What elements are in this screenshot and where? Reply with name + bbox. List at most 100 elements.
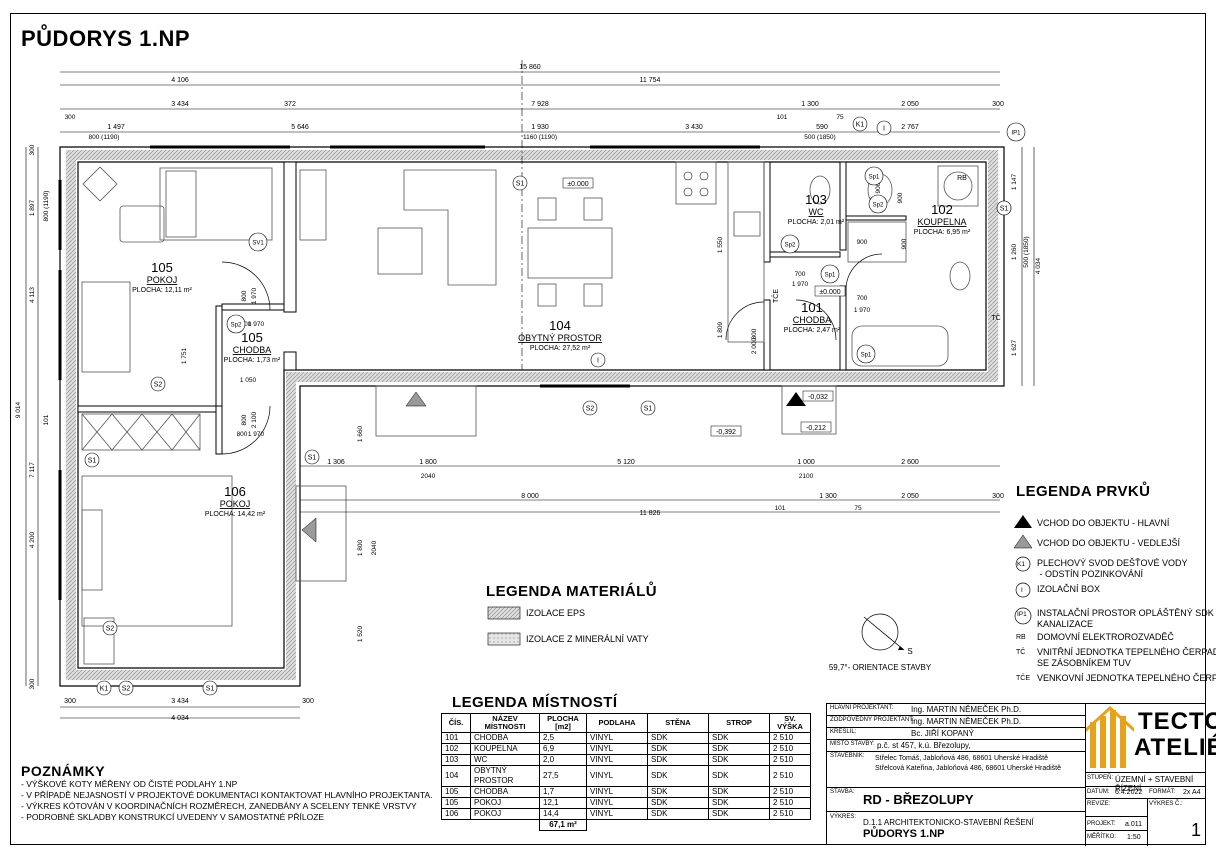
room-name: WC <box>809 207 824 217</box>
rooms-table-cell: SDK <box>708 786 770 798</box>
tag-circle <box>876 120 892 136</box>
tag-text: S2 <box>106 626 115 633</box>
tb-label: KRESLIL: <box>830 729 857 735</box>
tag-text: I <box>597 358 599 365</box>
opening-dim-text: 1 970 <box>251 287 258 304</box>
equipment-tag: TČ <box>991 313 1000 322</box>
company-logo: TECTOR ATELIÉR <box>1086 706 1216 770</box>
dim-text: 800 (1190) <box>43 191 50 222</box>
tag-circle <box>1006 122 1026 142</box>
tag-circle <box>202 680 218 696</box>
dim-text: 300 <box>302 698 314 705</box>
equipment-tag: RB <box>957 175 967 182</box>
opening-dim-text: 900 <box>897 192 904 203</box>
note-line: - PODROBNÉ SKLADBY KONSTRUKCÍ UVEDENY V … <box>21 812 325 822</box>
tag-text: K1 <box>100 686 109 693</box>
dim-text: 75 <box>854 505 862 512</box>
opening-dim-text: 1 970 <box>248 431 265 438</box>
legend-elements-title: LEGENDA PRVKŮ <box>1016 483 1151 500</box>
dim-text: 1 897 <box>29 199 36 216</box>
opening-dim-text: 900 <box>875 182 882 193</box>
tb-format: 2x A4 <box>1183 789 1201 796</box>
tb-value-drawn-by: Bc. JIŘÍ KOPANÝ <box>911 729 974 738</box>
dim-text: 300 <box>29 678 36 689</box>
room-name: OBYTNÝ PROSTOR <box>518 333 602 343</box>
room-area: PLOCHA: 1,73 m² <box>224 357 281 364</box>
level-box <box>710 425 742 437</box>
tag-circle <box>582 400 598 416</box>
rooms-table-cell: 105 <box>441 786 471 798</box>
rooms-table-cell: SDK <box>708 732 770 744</box>
opening-dim-text: 800 <box>237 431 248 438</box>
rooms-table-cell: VINYL <box>586 765 648 787</box>
room-number: 103 <box>805 192 827 207</box>
tb-date: 6.4.2022 <box>1115 789 1143 796</box>
dim-text: 3 430 <box>685 124 703 131</box>
tb-label: MĚŘÍTKO: <box>1087 834 1117 840</box>
dim-text: 8 000 <box>521 493 539 500</box>
title-block: HLAVNÍ PROJEKTANT:Ing. MARTIN NĚMEČEK Ph… <box>826 703 1206 846</box>
room-area: PLOCHA: 2,47 m² <box>784 327 841 334</box>
opening-dim-text: 1 970 <box>792 281 809 288</box>
main-entrance-legend-icon <box>1014 515 1032 528</box>
tag-text: S1 <box>308 455 317 462</box>
drawing-sheet <box>10 13 1206 845</box>
opening-dim-text: 900 <box>901 238 908 249</box>
tag-text: S1 <box>88 458 97 465</box>
rooms-table-cell: 14,4 <box>539 808 587 820</box>
dim-text: 101 <box>43 414 50 425</box>
tag-text: Sp1 <box>869 175 880 181</box>
tag-circle <box>512 175 528 191</box>
level-text: ±0.000 <box>567 181 588 188</box>
orientation-text: 59,7°- ORIENTACE STAVBY <box>829 663 932 672</box>
dim-text: 4 034 <box>1035 257 1042 274</box>
tb-drawing-sub: D.1.1 ARCHITEKTONICKO-STAVEBNÍ ŘEŠENÍ <box>863 818 1034 827</box>
tag-circle <box>150 376 166 392</box>
dimension-lines <box>25 71 1035 719</box>
dim-text: 1 930 <box>531 124 549 131</box>
rooms-table-cell: 6,9 <box>539 743 587 755</box>
rooms-table-cell: SDK <box>647 732 709 744</box>
legend-element-text: VCHOD DO OBJEKTU - HLAVNÍ <box>1037 518 1170 528</box>
room-number: 105 <box>241 330 263 345</box>
dim-text: 300 <box>29 144 36 155</box>
room-area: PLOCHA: 6,95 m² <box>914 229 971 236</box>
level-text: -0,392 <box>716 429 736 436</box>
rooms-table-cell: SDK <box>708 765 770 787</box>
tb-client-2: Střelcová Kateřina, Jabloňová 486, 68601… <box>875 765 1061 772</box>
rooms-table-cell: 101 <box>441 732 471 744</box>
tag-text: K1 <box>856 122 865 129</box>
opening-dim-text: 800 <box>241 321 252 328</box>
dim-text: 7 117 <box>29 462 36 478</box>
note-line: - VÝKRES KÓTOVÁN V KOORDINAČNÍCH ROZMĚRE… <box>21 801 417 811</box>
level-box <box>802 390 834 402</box>
dim-text: 372 <box>284 101 296 108</box>
dim-text: 300 <box>992 101 1004 108</box>
opening-dim-text: 700 <box>857 295 868 302</box>
dim-text: 5 646 <box>291 124 309 131</box>
legend-rooms-title: LEGENDA MÍSTNOSTÍ <box>452 694 618 711</box>
dim-text: 1 000 <box>797 459 815 466</box>
tag-circle <box>590 352 606 368</box>
logo-mark-icon <box>1086 706 1134 768</box>
dim-text: 1 306 <box>327 459 345 466</box>
dim-text: 1 300 <box>801 101 819 108</box>
element-tags: S1S1S1S1S1S1S1S2S2S2S2SV1Sp2Sp2Sp2Sp1Sp1… <box>84 116 1026 696</box>
tb-label: PROJEKT: <box>1087 821 1116 827</box>
legend-element-text: VCHOD DO OBJEKTU - VEDLEJŠÍ <box>1037 538 1181 548</box>
legend-element-text: DOMOVNÍ ELEKTROROZVADĚČ <box>1037 632 1174 642</box>
legend-symbol: IP1 <box>1017 611 1027 618</box>
dim-text: 101 <box>777 114 788 121</box>
tag-circle <box>248 232 268 252</box>
tag-circle <box>868 194 888 214</box>
rooms-table-cell: SDK <box>647 808 709 820</box>
legend-materials-title: LEGENDA MATERIÁLŮ <box>486 583 657 600</box>
dim-text: 500 (1850) <box>804 134 835 141</box>
rooms-table-cell: 103 <box>441 754 471 766</box>
rooms-table-cell: VINYL <box>586 732 648 744</box>
